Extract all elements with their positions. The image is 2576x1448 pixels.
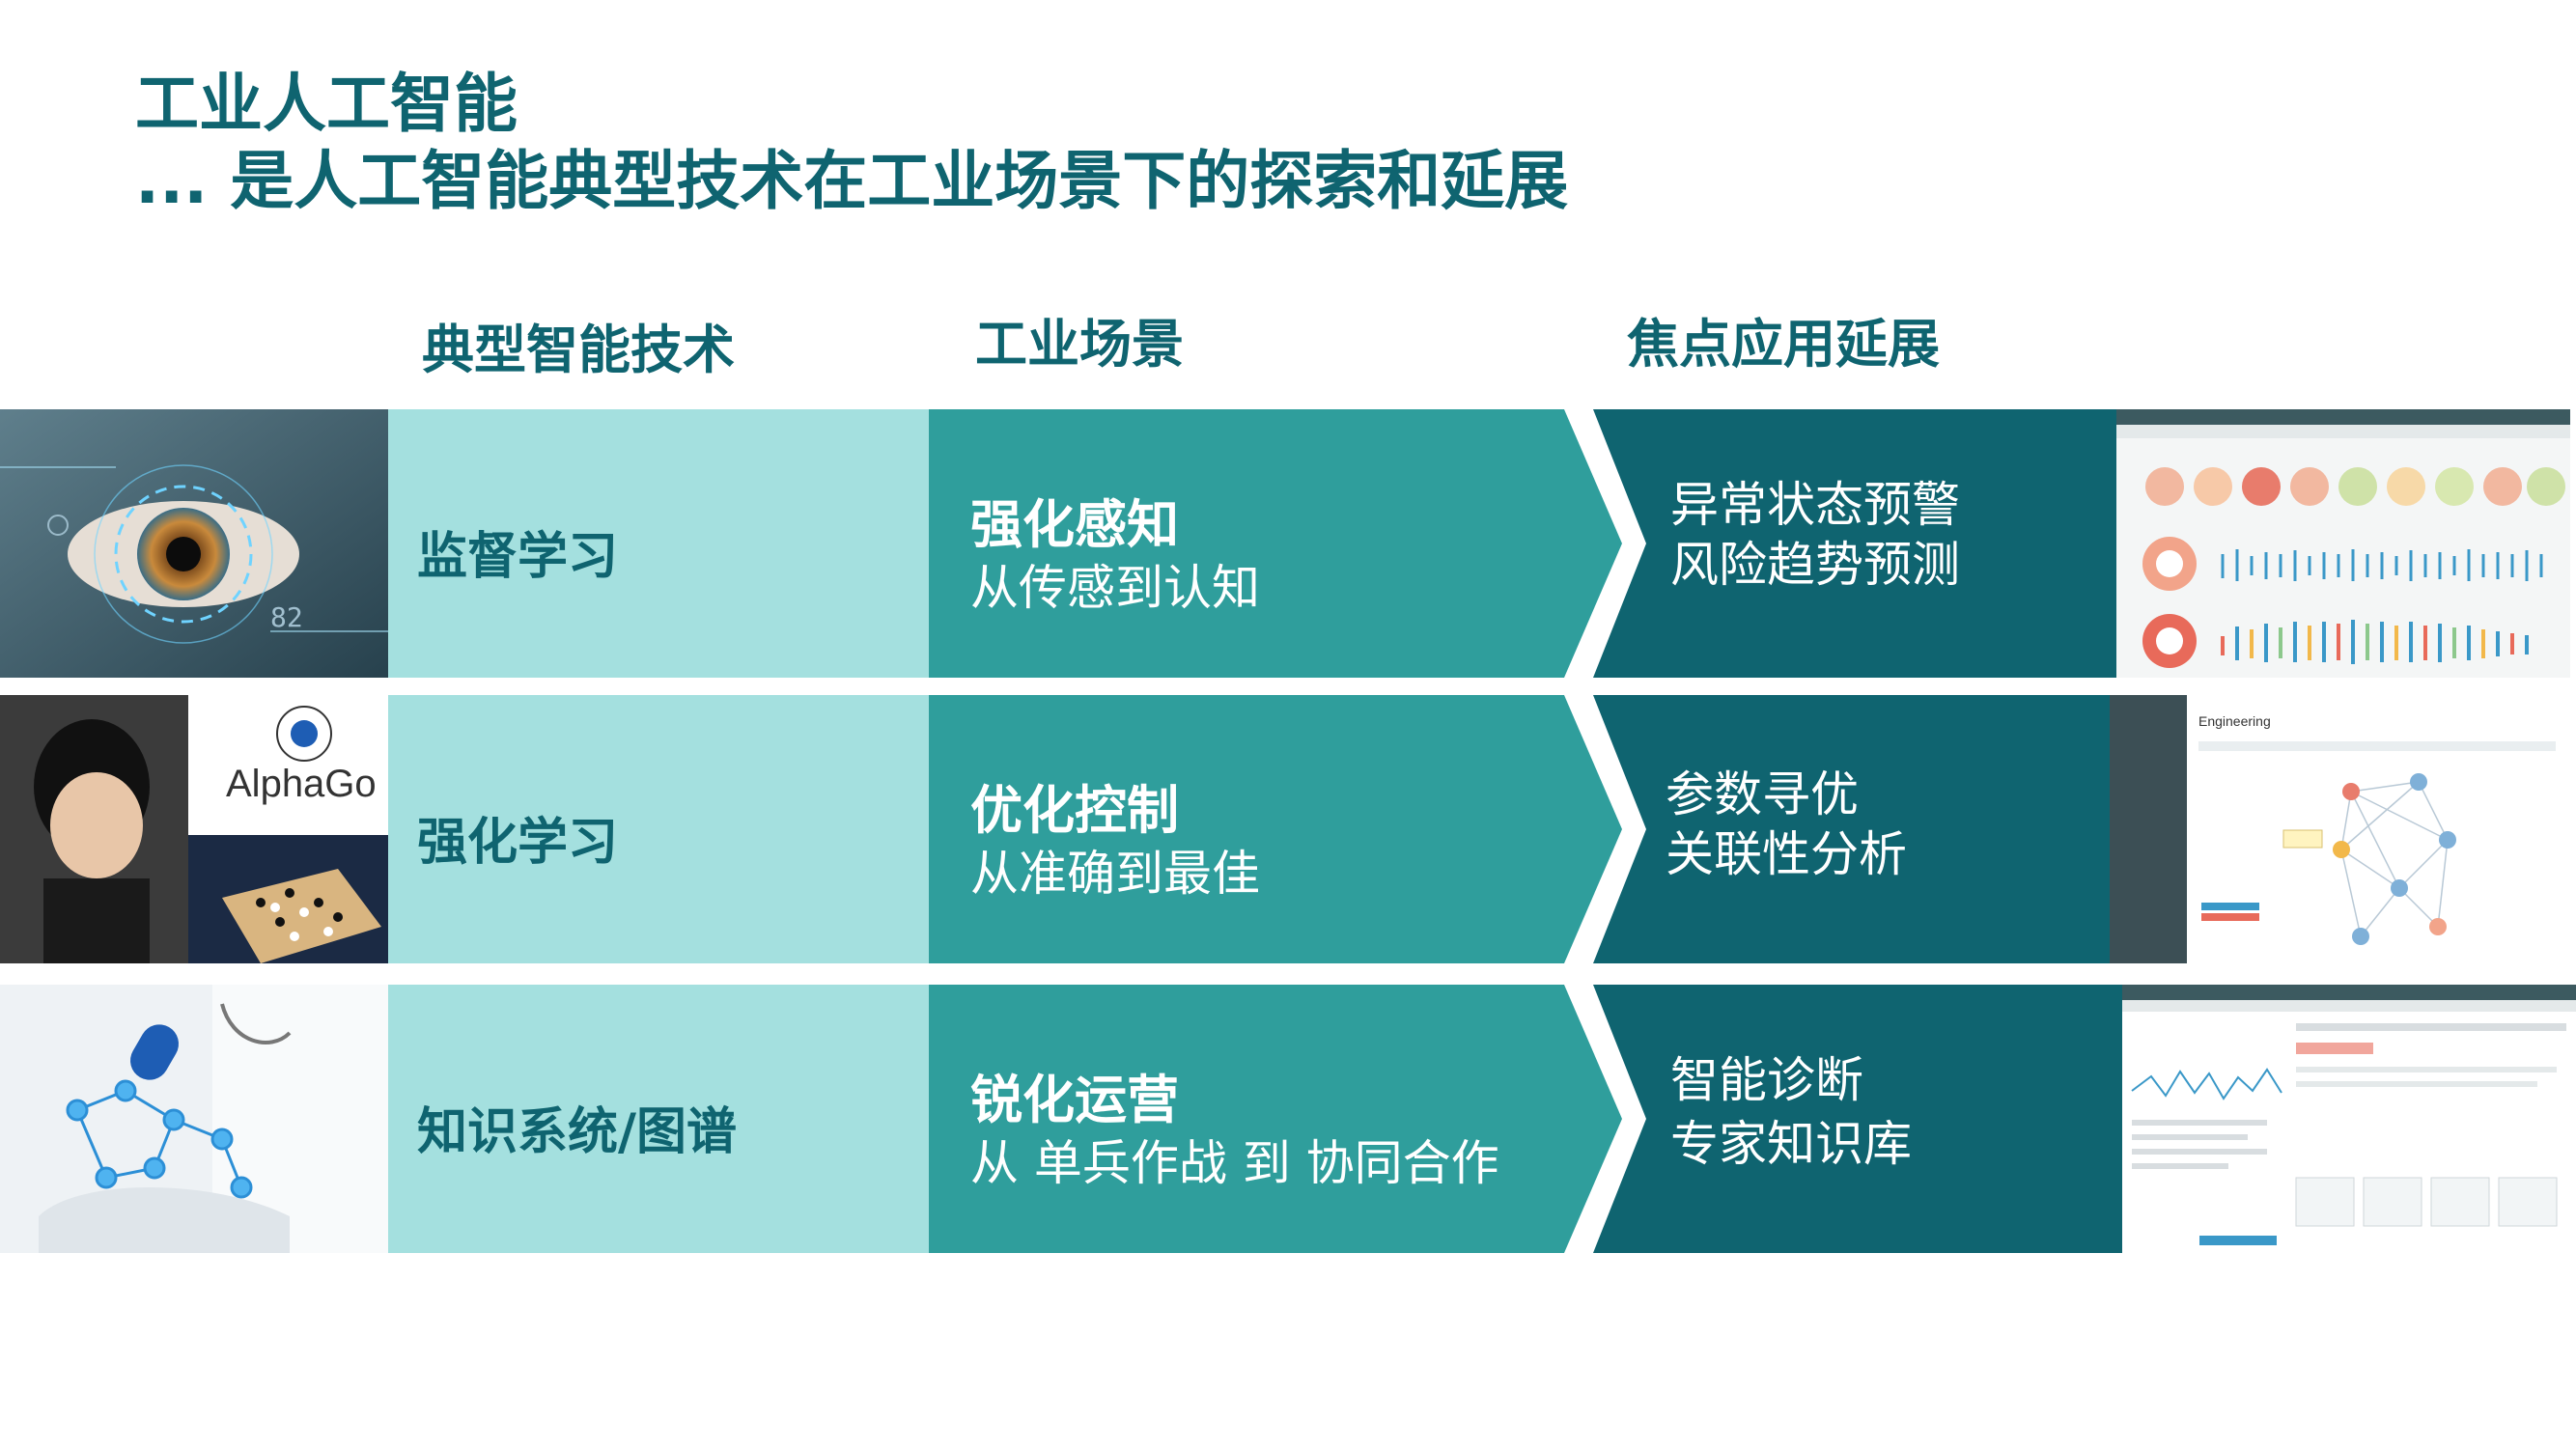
row-band	[388, 695, 2114, 963]
focus-item-2: 专家知识库	[1670, 1116, 1912, 1172]
column-header-focus: 焦点应用延展	[1627, 314, 1940, 375]
column-header-scene: 工业场景	[975, 314, 1184, 375]
focus-item-2: 关联性分析	[1666, 826, 1907, 882]
scene-subtitle: 从传感到认知	[970, 560, 1260, 616]
focus-item-1: 异常状态预警	[1670, 477, 1960, 533]
svg-text:82: 82	[270, 601, 303, 633]
engineering-screenshot: Engineering	[2110, 695, 2568, 963]
scene-title: 强化感知	[970, 494, 1179, 555]
slide-title: 工业人工智能	[135, 67, 518, 141]
eye-icon: 82	[0, 409, 388, 678]
tech-label: 监督学习	[417, 528, 619, 586]
slide-subtitle: ... 是人工智能典型技术在工业场景下的探索和延展	[135, 144, 1569, 218]
row-band	[388, 985, 2124, 1253]
row-reinforcement-learning: AlphaGo 强化学习 优化控制 从准确到最佳 参数寻优 关联性分析 Engi…	[0, 695, 2576, 963]
row-knowledge-system: 知识系统/图谱 锐化运营 从 单兵作战 到 协同合作 智能诊断 专家知识库	[0, 985, 2576, 1253]
screenshot-title: Engineering	[2198, 713, 2271, 729]
scene-subtitle: 从准确到最佳	[970, 846, 1260, 902]
alphago-image: AlphaGo	[0, 695, 388, 963]
dashboard-icon	[2116, 409, 2570, 668]
tech-label: 知识系统/图谱	[417, 1103, 737, 1161]
focus-item-1: 智能诊断	[1670, 1052, 1863, 1108]
scene-title: 锐化运营	[970, 1070, 1179, 1130]
molecule-icon	[0, 985, 388, 1253]
row-supervised-learning: 82 监督学习 强化感知 从传感到认知 异常状态预警 风险趋势预测	[0, 409, 2576, 678]
focus-item-1: 参数寻优	[1666, 766, 1859, 822]
diagnosis-screenshot	[2122, 985, 2576, 1253]
dashboard-screenshot	[2116, 409, 2570, 678]
eye-image: 82	[0, 409, 388, 678]
column-header-tech: 典型智能技术	[422, 320, 735, 380]
row-band	[388, 409, 2124, 678]
tech-label: 强化学习	[417, 814, 619, 872]
network-graph-icon: Engineering	[2110, 695, 2568, 963]
focus-item-2: 风险趋势预测	[1670, 537, 1960, 593]
medical-image	[0, 985, 388, 1253]
diagnosis-form-icon	[2122, 985, 2576, 1253]
scene-subtitle: 从 单兵作战 到 协同合作	[970, 1135, 1499, 1191]
alphago-logo-text: AlphaGo	[226, 763, 377, 805]
go-board-icon: AlphaGo	[0, 695, 388, 963]
scene-title: 优化控制	[970, 780, 1179, 841]
